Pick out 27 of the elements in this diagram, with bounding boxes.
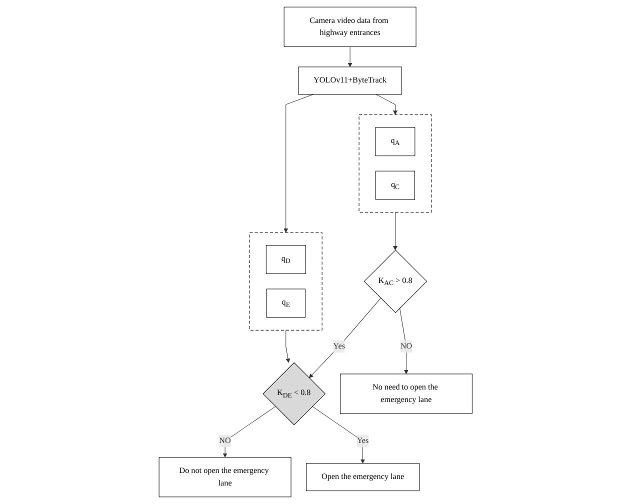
edge-label: Yes bbox=[333, 342, 345, 350]
node-diamond bbox=[364, 250, 428, 314]
cluster bbox=[249, 232, 322, 330]
node-box bbox=[158, 457, 292, 498]
arrow bbox=[312, 406, 365, 464]
flowchart-drawing: Yes NO NO Yes q$_{D}$ q$_{E}$ q$_{A}$ q$_{C}$ Camera video data from highway entrances YOLOv11+ByteTrack K$_{AC}$ > 0.8 K$_{DE}$ < 0.8 Do not open the emergency lane No need to open the emergency lane Open the emergency lane bbox=[154, 3, 476, 501]
edge-label: Yes bbox=[356, 436, 369, 446]
node-box bbox=[375, 170, 415, 200]
edge-label: NO bbox=[219, 436, 231, 446]
node-diamond bbox=[262, 362, 326, 426]
node-box bbox=[284, 6, 416, 47]
cluster bbox=[358, 114, 432, 213]
node-box bbox=[266, 288, 306, 318]
edge-label: NO bbox=[400, 342, 412, 350]
node-box bbox=[340, 374, 472, 414]
node-box bbox=[306, 463, 420, 492]
arrow bbox=[286, 330, 290, 363]
node-box bbox=[266, 245, 306, 274]
arrow bbox=[222, 406, 276, 458]
arrow bbox=[399, 308, 408, 374]
node-box bbox=[375, 127, 416, 156]
arrow bbox=[348, 46, 352, 68]
arrow bbox=[308, 298, 381, 378]
arrow bbox=[284, 94, 314, 233]
arrow bbox=[376, 94, 398, 115]
node-box bbox=[298, 66, 402, 95]
arrow bbox=[392, 212, 398, 250]
